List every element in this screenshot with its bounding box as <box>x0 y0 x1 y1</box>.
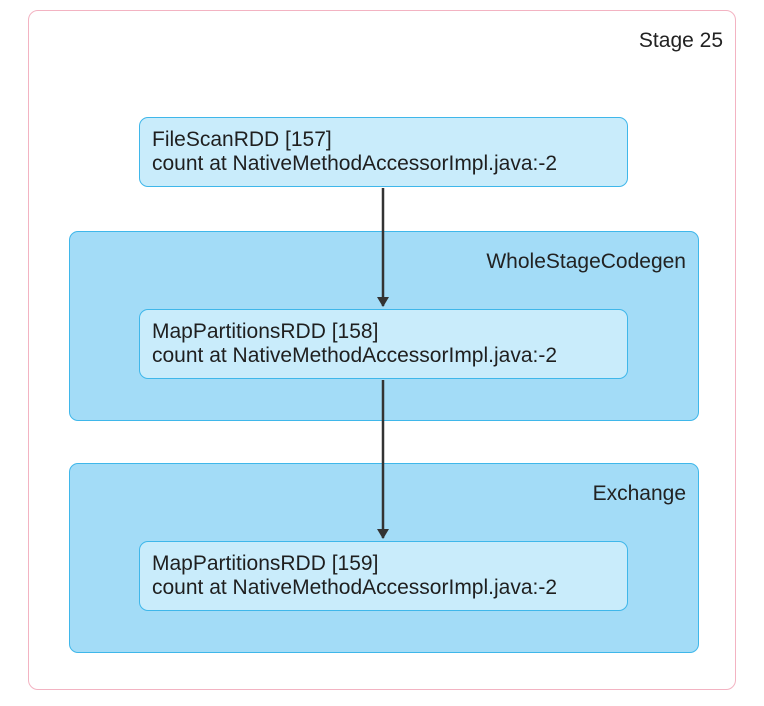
rdd-node-callsite: count at NativeMethodAccessorImpl.java:-… <box>152 344 558 367</box>
rdd-node-mappartitions-159[interactable]: MapPartitionsRDD [159] count at NativeMe… <box>139 541 628 611</box>
cluster-label: WholeStageCodegen <box>486 250 686 273</box>
stage-label: Stage 25 <box>638 29 723 52</box>
rdd-node-filescan[interactable]: FileScanRDD [157] count at NativeMethodA… <box>139 117 628 187</box>
rdd-node-callsite: count at NativeMethodAccessorImpl.java:-… <box>152 576 558 599</box>
rdd-node-callsite: count at NativeMethodAccessorImpl.java:-… <box>152 152 558 175</box>
rdd-node-title: MapPartitionsRDD [159] <box>152 552 379 575</box>
rdd-node-mappartitions-158[interactable]: MapPartitionsRDD [158] count at NativeMe… <box>139 309 628 379</box>
rdd-node-title: FileScanRDD [157] <box>152 128 332 151</box>
rdd-node-title: MapPartitionsRDD [158] <box>152 320 379 343</box>
stage-box: Stage 25 FileScanRDD [157] count at Nati… <box>28 10 736 690</box>
cluster-label: Exchange <box>592 482 686 505</box>
